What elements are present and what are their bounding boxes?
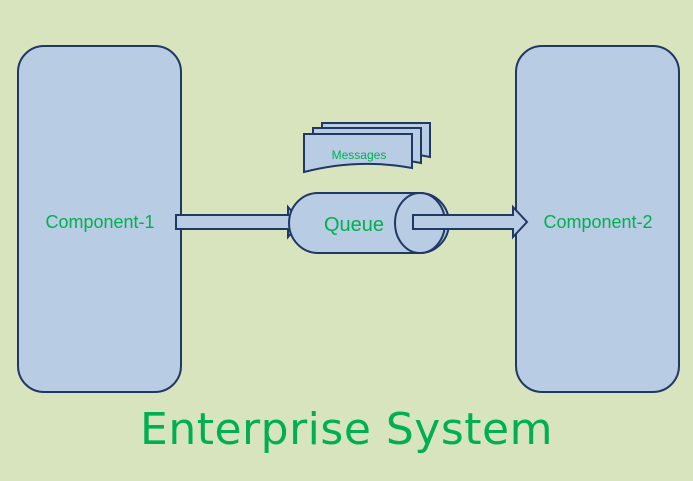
diagram-title: Enterprise System [140, 404, 553, 455]
component-1-label: Component-1 [45, 212, 154, 232]
messages-icon [303, 122, 431, 174]
queue-label: Queue [324, 214, 384, 236]
arrow-queue-to-component-2 [412, 204, 529, 240]
messages-label: Messages [332, 148, 387, 162]
diagram-svg: Component-1 Component-2 Queue Messages [17, 45, 680, 393]
component-2-label: Component-2 [543, 212, 652, 232]
arrow-component-1-to-queue [175, 204, 303, 240]
